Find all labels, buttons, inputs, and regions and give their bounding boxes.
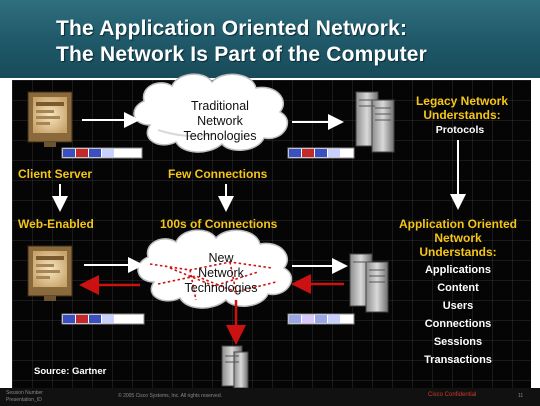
source-label: Source: Gartner xyxy=(34,366,107,377)
monitor-icon xyxy=(27,245,73,301)
footer-page-number: 11 xyxy=(518,393,524,399)
aon-item: Applications xyxy=(425,264,491,276)
aon-item: Users xyxy=(443,300,474,312)
cloud-icon xyxy=(133,73,288,153)
slide-title-line-2: The Network Is Part of the Computer xyxy=(56,43,428,66)
network-paths xyxy=(149,261,277,301)
packet-strip xyxy=(287,313,355,325)
footer-copyright: © 2005 Cisco Systems, Inc. All rights re… xyxy=(118,393,223,399)
web-enabled-label: Web-Enabled xyxy=(18,217,94,231)
client-server-label: Client Server xyxy=(18,167,92,181)
traditional-cloud-line-2: Network xyxy=(197,114,244,128)
traditional-cloud-line-3: Technologies xyxy=(184,129,257,143)
slide-title-line-1: The Application Oriented Network: xyxy=(56,17,408,40)
packet-strip xyxy=(61,147,143,159)
footer-presentation-id: Presentation_ID xyxy=(6,397,42,403)
aon-heading-line-3: Understands: xyxy=(419,245,496,259)
few-connections-label: Few Connections xyxy=(168,167,268,181)
aon-heading-line-2: Network xyxy=(434,231,482,245)
slide-footer: Session Number Presentation_ID © 2005 Ci… xyxy=(0,388,540,406)
title-banner: The Application Oriented Network: The Ne… xyxy=(0,0,540,78)
server-icon xyxy=(355,91,395,153)
legacy-heading-line-2: Understands: xyxy=(423,108,500,122)
server-icon xyxy=(349,253,389,313)
aon-item: Connections xyxy=(425,318,492,330)
monitor-icon xyxy=(27,91,73,147)
aon-item: Sessions xyxy=(434,336,482,348)
hundreds-connections-label: 100s of Connections xyxy=(160,217,278,231)
new-cloud-line-3: Technologies xyxy=(185,281,258,295)
cloud-icon xyxy=(137,229,292,309)
traditional-cloud-line-1: Traditional xyxy=(191,99,249,113)
aon-heading-line-1: Application Oriented xyxy=(399,217,517,231)
server-icon xyxy=(221,345,249,389)
new-cloud-line-2: Network xyxy=(198,266,245,280)
packet-strip xyxy=(61,313,145,325)
aon-item: Transactions xyxy=(424,354,492,366)
new-cloud-line-1: New xyxy=(208,251,234,265)
legacy-heading-line-1: Legacy Network xyxy=(416,94,508,108)
footer-confidential: Cisco Confidential xyxy=(428,392,477,398)
footer-session-number: Session Number xyxy=(6,390,43,396)
legacy-item-protocols: Protocols xyxy=(436,124,485,136)
diagram-background xyxy=(12,80,531,388)
aon-item: Content xyxy=(437,282,479,294)
packet-strip xyxy=(287,147,355,159)
